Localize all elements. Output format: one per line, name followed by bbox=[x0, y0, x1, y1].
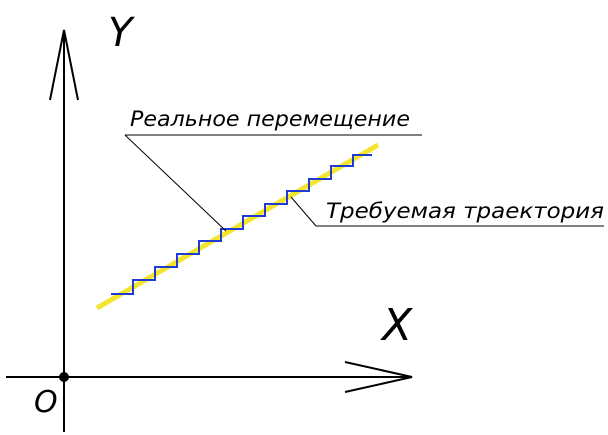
y-axis-label: Y bbox=[108, 10, 136, 56]
target-path-label: Требуемая траектория bbox=[326, 199, 604, 223]
real-motion-leader bbox=[124, 134, 227, 232]
target-path-leader bbox=[290, 196, 317, 227]
coordinate-axes bbox=[6, 29, 413, 432]
real-motion-staircase bbox=[111, 154, 372, 295]
y-axis-arrowhead bbox=[49, 29, 79, 101]
real-motion-callout: Реальное перемещение bbox=[124, 107, 422, 232]
origin-point bbox=[59, 372, 69, 382]
target-path-callout: Требуемая траектория bbox=[290, 196, 604, 227]
x-axis-label: X bbox=[380, 300, 413, 351]
origin-label: O bbox=[34, 385, 58, 420]
real-motion-label: Реальное перемещение bbox=[130, 107, 410, 131]
x-axis-arrowhead bbox=[344, 361, 413, 393]
